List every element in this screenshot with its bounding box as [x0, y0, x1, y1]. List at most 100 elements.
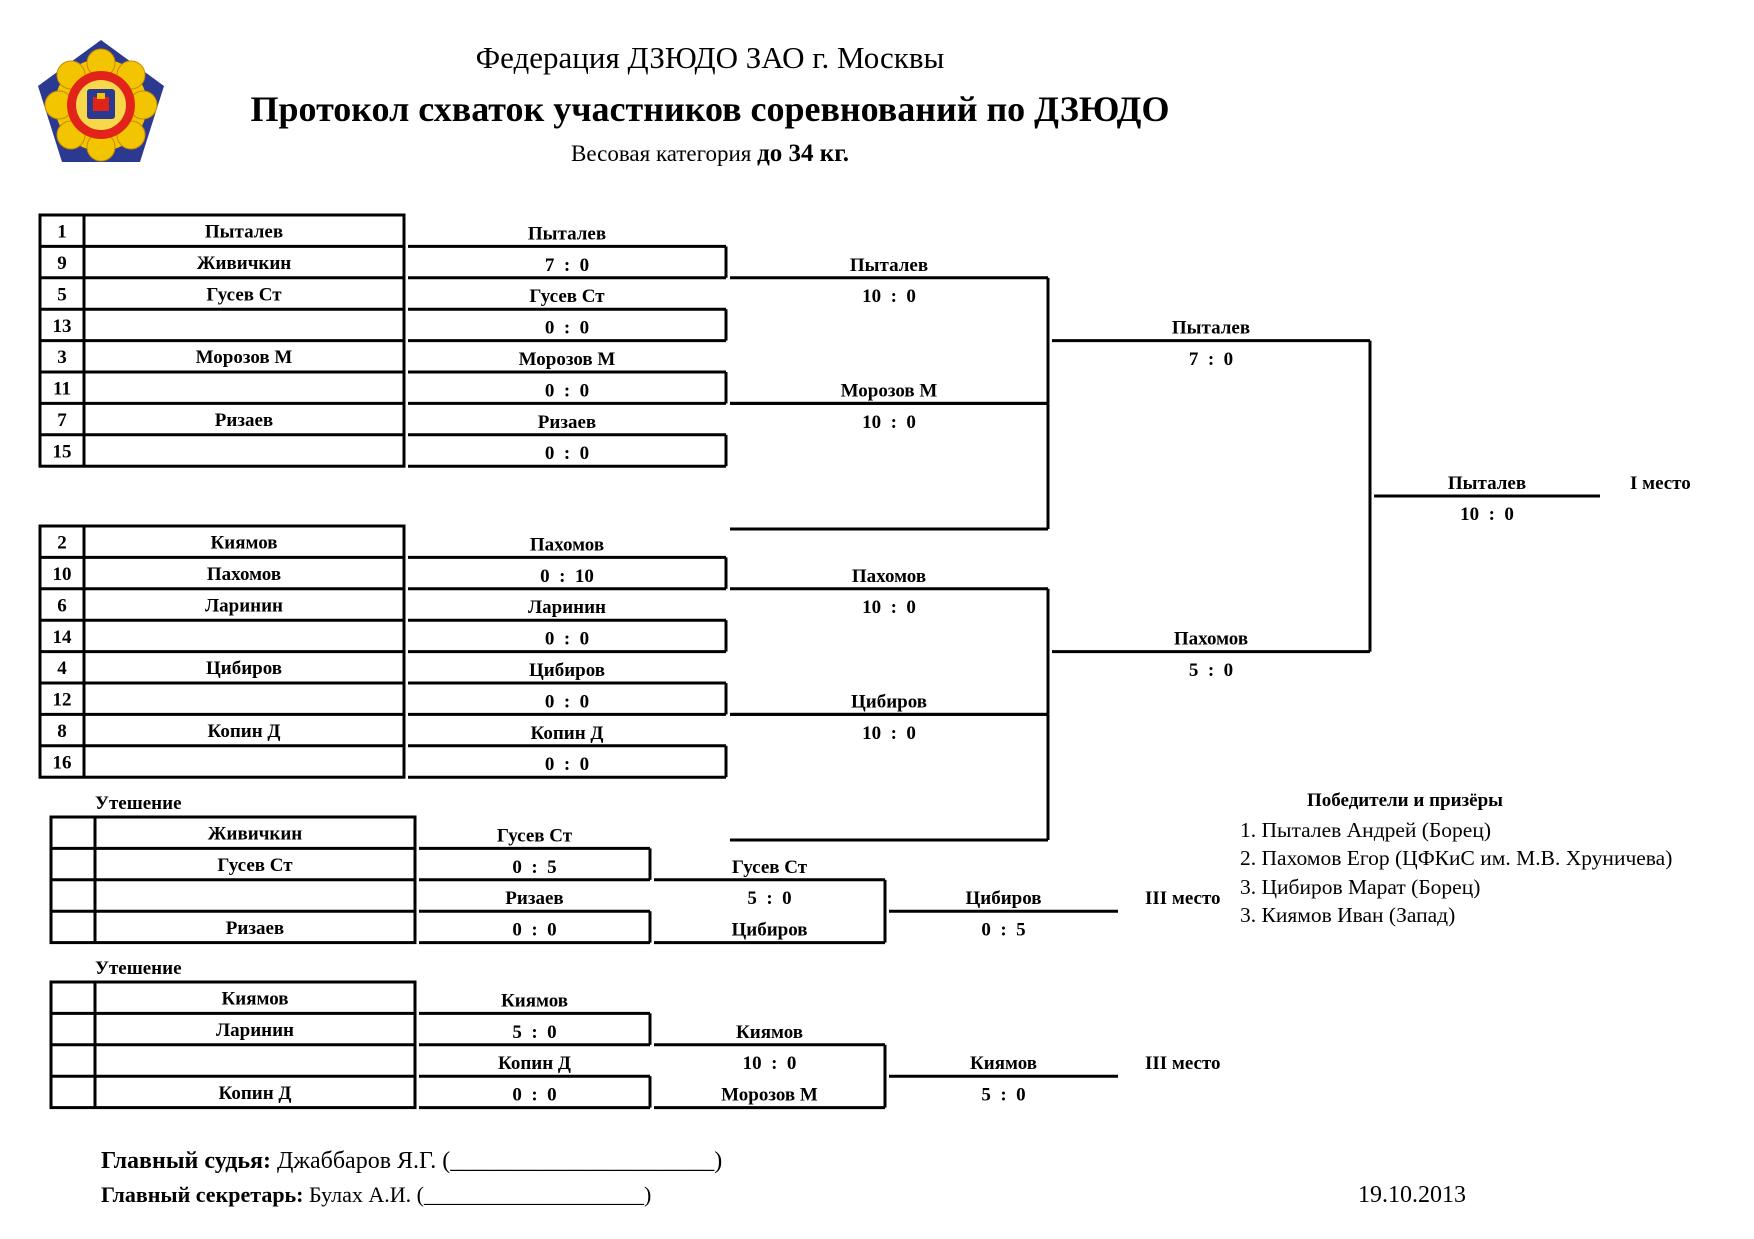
- seed-number: 10: [53, 564, 72, 585]
- match-winner: Цибиров: [965, 888, 1041, 909]
- consolation-seed-name: Живичкин: [208, 824, 303, 845]
- match-score: 5 : 0: [981, 1085, 1025, 1106]
- match-winner: Морозов М: [841, 380, 938, 401]
- match-winner: Цибиров: [851, 691, 927, 712]
- match-opponent: Цибиров: [731, 920, 807, 941]
- chief-judge-label: Главный судья:: [101, 1148, 272, 1174]
- seed-number: 16: [53, 752, 72, 773]
- chief-judge-value: Джаббаров Я.Г. (______________________): [277, 1148, 723, 1174]
- match-score: 5 : 0: [747, 888, 791, 909]
- winners-item: 2. Пахомов Егор (ЦФКиС им. М.В. Хруничев…: [1240, 846, 1673, 870]
- match-winner: Пахомов: [530, 534, 604, 555]
- seed-name: Киямов: [211, 533, 278, 554]
- chief-secretary-value: Булах А.И. (____________________): [309, 1182, 652, 1207]
- weight-category-value: до 34 кг.: [757, 140, 849, 167]
- match-winner: Киямов: [736, 1022, 803, 1043]
- chief-judge: Главный судья: Джаббаров Я.Г. (_________…: [101, 1148, 722, 1175]
- match-score: 10 : 0: [743, 1053, 797, 1074]
- winners-item: 3. Киямов Иван (Запад): [1240, 903, 1456, 927]
- seed-name: Ларинин: [205, 595, 283, 616]
- seed-number: 8: [57, 721, 67, 742]
- consolation-seed-name: Гусев Ст: [217, 855, 293, 876]
- winners-panel: Победители и призёры 1. Пыталев Андрей (…: [1240, 787, 1710, 930]
- consolation-label: Утешение: [95, 958, 182, 979]
- seed-name: Пыталев: [205, 222, 283, 243]
- consolation-seed-name: Киямов: [222, 989, 289, 1010]
- seed-name: Копин Д: [208, 721, 281, 742]
- seed-number: 14: [53, 627, 73, 648]
- match-score: 0 : 0: [545, 443, 589, 464]
- federation-title: Федерация ДЗЮДО ЗАО г. Москвы: [475, 40, 945, 75]
- winners-title: Победители и призёры: [1306, 790, 1504, 811]
- seed-name: Пахомов: [207, 564, 281, 585]
- match-winner: Пыталев: [1172, 318, 1250, 339]
- match-winner: Пыталев: [850, 255, 928, 276]
- match-winner: Ризаев: [538, 412, 596, 433]
- match-score: 10 : 0: [862, 723, 916, 744]
- match-winner: Гусев Ст: [529, 286, 605, 307]
- protocol-date: 19.10.2013: [1358, 1182, 1466, 1208]
- match-score: 5 : 0: [1189, 660, 1233, 681]
- match-score: 0 : 0: [512, 920, 556, 941]
- match-winner: Киямов: [501, 990, 568, 1011]
- match-score: 10 : 0: [862, 412, 916, 433]
- match-winner: Копин Д: [498, 1053, 571, 1074]
- seed-name: Живичкин: [197, 253, 292, 274]
- winners-item: 1. Пыталев Андрей (Борец): [1240, 817, 1492, 842]
- seed-name: Цибиров: [206, 658, 282, 679]
- match-winner: Копин Д: [531, 723, 604, 744]
- match-winner: Гусев Ст: [497, 825, 573, 846]
- match-opponent: Морозов М: [721, 1085, 818, 1106]
- consolation-label: Утешение: [95, 793, 182, 814]
- weight-category-label: Весовая категория: [571, 141, 752, 166]
- match-score: 5 : 0: [512, 1022, 556, 1043]
- match-score: 7 : 0: [1189, 349, 1233, 370]
- seed-number: 12: [53, 690, 72, 711]
- match-score: 0 : 0: [545, 629, 589, 650]
- match-winner: Пахомов: [1174, 629, 1248, 650]
- weight-category: Весовая категория до 34 кг.: [0, 140, 1420, 168]
- seed-number: 2: [57, 533, 67, 554]
- coat-of-arms-icon: [38, 40, 164, 162]
- final-place: I место: [1630, 473, 1691, 494]
- consolation-seed-name: Ризаев: [226, 918, 284, 939]
- chief-secretary: Главный секретарь: Булах А.И. (_________…: [101, 1182, 651, 1208]
- seed-number: 1: [57, 222, 67, 243]
- match-score: 0 : 0: [545, 318, 589, 339]
- match-score: 7 : 0: [545, 255, 589, 276]
- match-winner: Ризаев: [505, 888, 563, 909]
- match-score: 0 : 0: [545, 754, 589, 775]
- consolation-seed-name: Копин Д: [219, 1083, 292, 1104]
- match-score: 10 : 0: [862, 286, 916, 307]
- match-score: 0 : 5: [981, 920, 1025, 941]
- seed-name: Гусев Ст: [206, 284, 282, 305]
- third-place-label: III место: [1145, 888, 1221, 909]
- match-winner: Пыталев: [528, 223, 606, 244]
- chief-secretary-label: Главный секретарь:: [101, 1182, 304, 1207]
- match-score: 10 : 0: [862, 597, 916, 618]
- final-score: 10 : 0: [1460, 504, 1514, 525]
- match-score: 0 : 0: [545, 691, 589, 712]
- protocol-title: Протокол схваток участников соревнований…: [250, 89, 1170, 129]
- match-winner: Морозов М: [519, 349, 616, 370]
- match-winner: Гусев Ст: [732, 857, 808, 878]
- seed-number: 11: [53, 379, 71, 400]
- match-winner: Киямов: [970, 1053, 1037, 1074]
- match-winner: Ларинин: [528, 597, 606, 618]
- match-score: 0 : 0: [512, 1085, 556, 1106]
- consolation-seed-name: Ларинин: [216, 1020, 294, 1041]
- winners-item: 3. Цибиров Марат (Борец): [1240, 874, 1481, 899]
- match-winner: Пахомов: [852, 566, 926, 587]
- third-place-label: III место: [1145, 1053, 1221, 1074]
- final-winner: Пыталев: [1448, 473, 1526, 494]
- match-score: 0 : 0: [545, 380, 589, 401]
- match-score: 0 : 10: [540, 566, 594, 587]
- seed-number: 5: [57, 284, 67, 305]
- seed-number: 9: [57, 253, 67, 274]
- seed-number: 4: [57, 658, 67, 679]
- seed-name: Морозов М: [196, 347, 293, 368]
- match-score: 0 : 5: [512, 857, 556, 878]
- seed-name: Ризаев: [215, 410, 273, 431]
- seed-number: 6: [57, 595, 67, 616]
